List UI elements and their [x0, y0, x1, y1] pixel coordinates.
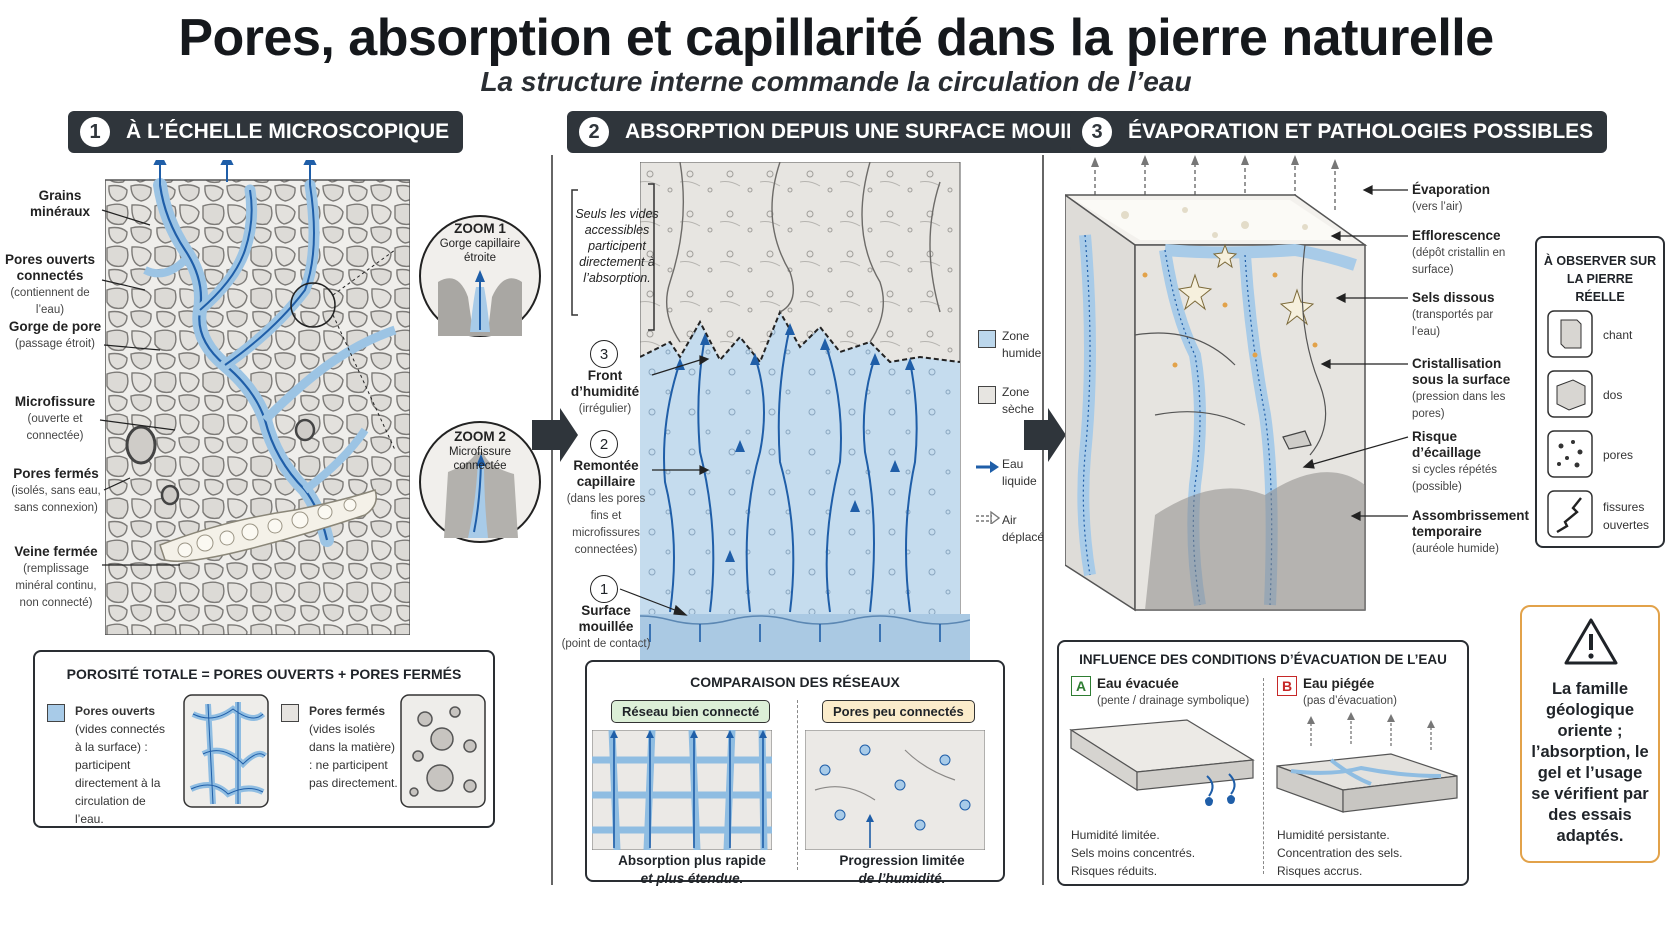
label-microfissure: Microfissure(ouverte et connectée): [14, 394, 96, 442]
section-2-title: ABSORPTION DEPUIS UNE SURFACE MOUILLÉE: [625, 120, 1120, 143]
fissures-icon: [1547, 490, 1593, 538]
legend-arrows: [976, 461, 1000, 524]
trapped-slab: [1276, 712, 1458, 813]
section-1-leaders: [99, 209, 180, 566]
poor-network-sample: [805, 730, 985, 850]
comparison-title: COMPARAISON DES RÉSEAUX: [690, 674, 900, 690]
label-grains: Grains minéraux: [29, 188, 91, 219]
closed-pores-sample: [400, 694, 486, 808]
marker-1: 1: [590, 575, 618, 603]
flow-arrow-2-icon: [1024, 408, 1066, 462]
drained-slab: [1069, 719, 1255, 806]
section-1-header: 1 À L’ÉCHELLE MICROSCOPIQUE: [68, 111, 464, 153]
legend-dry-swatch: [978, 386, 996, 404]
air-arrow-icon: [976, 510, 1000, 524]
dos-icon: [1547, 370, 1593, 418]
comparison-box: COMPARAISON DES RÉSEAUX Réseau bien conn…: [585, 660, 1005, 886]
note-brackets: [571, 183, 655, 331]
section-2-header: 2 ABSORPTION DEPUIS UNE SURFACE MOUILLÉE: [567, 111, 1134, 153]
legend-air: Air déplacé: [1002, 513, 1045, 544]
marker-2: 2: [590, 430, 618, 458]
closed-pores-swatch: [281, 704, 299, 722]
section-2-leaders: [619, 355, 710, 616]
label-efflorescence: Efflorescence(dépôt cristallin en surfac…: [1412, 228, 1506, 276]
observe-dos: dos: [1603, 388, 1623, 402]
observe-title: À OBSERVER SUR LA PIERRE RÉELLE: [1543, 254, 1657, 304]
label-assombrissement: Assombrissement temporaire(auréole humid…: [1412, 508, 1530, 555]
warning-box: La famille géologique oriente ; l’absorp…: [1520, 605, 1660, 863]
zoom-1-circle: [419, 215, 541, 337]
porosity-box: POROSITÉ TOTALE = PORES OUVERTS + PORES …: [33, 650, 495, 828]
label-cristallisation: Cristallisation sous la surface (pressio…: [1412, 356, 1511, 420]
open-pores-sample: [183, 694, 269, 808]
porosity-formula: POROSITÉ TOTALE = PORES OUVERTS + PORES …: [66, 666, 462, 682]
label-pores-fermes: Pores fermés(isolés, sans eau, sans conn…: [11, 466, 101, 514]
page-subtitle: La structure interne commande la circula…: [480, 66, 1192, 97]
poor-network-tag: Pores peu connectés: [822, 700, 975, 723]
case-a-label: Eau évacuée(pente / drainage symbolique): [1097, 676, 1250, 707]
open-pores-swatch: [47, 704, 65, 722]
case-b-label: Eau piégée(pas d’évacuation): [1303, 676, 1397, 707]
page-title: Pores, absorption et capillarité dans la…: [178, 9, 1494, 67]
observe-chant: chant: [1603, 328, 1633, 342]
accessible-voids-note: Seuls les vides accessibles participent …: [575, 207, 659, 285]
observe-icons: [1547, 310, 1593, 538]
section-3-title: ÉVAPORATION ET PATHOLOGIES POSSIBLES: [1128, 120, 1594, 143]
warning-icon: [1564, 618, 1618, 665]
legend-dry: Zone sèche: [1002, 385, 1035, 416]
good-network-tag: Réseau bien connecté: [611, 700, 771, 723]
flow-arrow-1-icon: [532, 408, 578, 462]
marker-3: 3: [590, 340, 618, 368]
section-1-number: 1: [80, 117, 110, 147]
label-remontee: Remontée capillaire(dans les pores fins …: [566, 458, 646, 556]
open-pores-legend: Pores ouverts(vides connectés à la surfa…: [75, 704, 166, 826]
pores-icon: [1547, 430, 1593, 478]
good-network-sample: [592, 730, 772, 850]
label-surface: Surface mouillée(point de contact): [561, 603, 651, 650]
section-3-leaders: [1302, 185, 1409, 521]
case-a-text: Humidité limitée.Sels moins concentrés.R…: [1071, 828, 1196, 878]
label-veine: Veine fermée(remplissage minéral continu…: [14, 544, 98, 609]
warning-text: La famille géologique oriente ; l’absorp…: [1531, 680, 1649, 845]
legend-wet: Zone humide: [1002, 329, 1042, 360]
influence-divider: [1263, 678, 1264, 874]
chant-icon: [1547, 310, 1593, 358]
observe-pores: pores: [1603, 448, 1634, 462]
label-pores-ouverts: Pores ouverts connectés(contiennent de l…: [4, 252, 96, 316]
section-1-title: À L’ÉCHELLE MICROSCOPIQUE: [126, 120, 450, 143]
label-front: Front d’humidité(irrégulier): [570, 368, 640, 415]
section-2-number: 2: [579, 117, 609, 147]
zoom-circles: [419, 215, 541, 543]
closed-pores-legend: Pores fermés(vides isolés dans la matièr…: [309, 704, 398, 790]
case-a-letter: A: [1071, 676, 1091, 696]
label-sels: Sels dissous(transportés par l’eau): [1412, 290, 1495, 338]
absorption-diagram: [640, 162, 970, 662]
zoom-2-circle: [419, 421, 541, 543]
legend-water: Eau liquide: [1002, 457, 1037, 488]
stone-block-diagram: [1065, 155, 1368, 612]
influence-title: INFLUENCE DES CONDITIONS D’ÉVACUATION DE…: [1079, 652, 1447, 667]
section-3-number: 3: [1082, 117, 1112, 147]
label-evaporation: Évaporation(vers l’air): [1412, 182, 1491, 213]
observe-box: À OBSERVER SUR LA PIERRE RÉELLE chant do…: [1535, 236, 1665, 548]
observe-fissures: fissures ouvertes: [1603, 500, 1650, 532]
water-arrow-icon: [976, 461, 999, 473]
legend-wet-swatch: [978, 330, 996, 348]
case-b-letter: B: [1277, 676, 1297, 696]
influence-box: INFLUENCE DES CONDITIONS D’ÉVACUATION DE…: [1057, 640, 1469, 886]
comparison-divider: [797, 700, 798, 870]
micro-stone-diagram: [105, 160, 410, 635]
section-3-header: 3 ÉVAPORATION ET PATHOLOGIES POSSIBLES: [1070, 111, 1608, 153]
label-gorge: Gorge de pore(passage étroit): [8, 319, 102, 350]
case-b-text: Humidité persistante.Concentration des s…: [1277, 828, 1403, 878]
